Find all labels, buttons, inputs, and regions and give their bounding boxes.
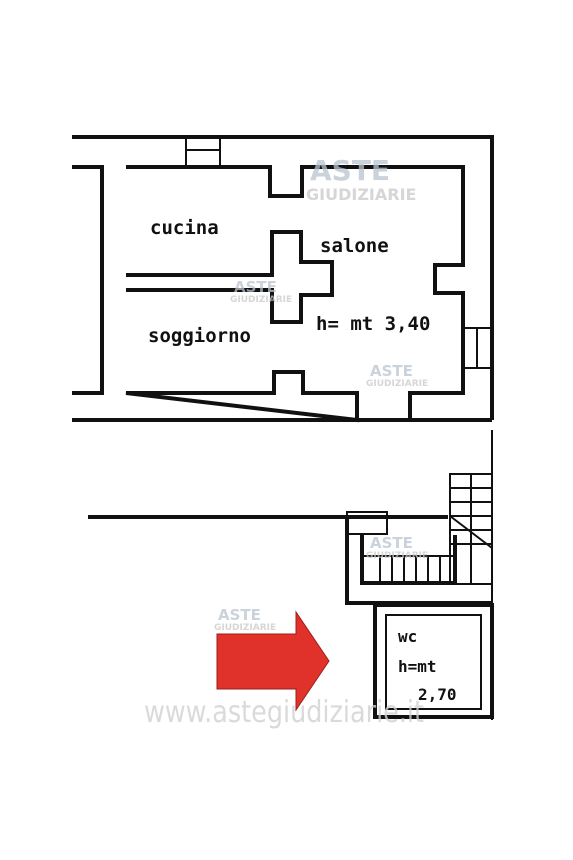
room-height-wc-value: 2,70 — [418, 685, 457, 704]
svg-text:ASTE: ASTE — [370, 534, 413, 552]
svg-text:GIUDIZIARIE: GIUDIZIARIE — [230, 295, 292, 305]
divider-kitchen — [126, 230, 334, 324]
wc-room: wc h=mt 2,70 — [373, 603, 494, 719]
watermark-2: ASTE GIUDIZIARIE — [230, 278, 292, 305]
svg-text:GIUDIZIARIE: GIUDIZIARIE — [366, 551, 428, 561]
svg-text:ASTE: ASTE — [218, 606, 261, 624]
svg-text:GIUDIZIARIE: GIUDIZIARIE — [366, 379, 428, 389]
svg-text:GIUDIZIARIE: GIUDIZIARIE — [306, 185, 416, 204]
upper-plan: cucina salone soggiorno h= mt 3,40 — [72, 135, 494, 423]
svg-text:ASTE: ASTE — [310, 154, 390, 187]
left-wall-element — [72, 165, 104, 395]
lower-plan: wc h=mt 2,70 — [88, 430, 494, 720]
svg-text:GIUDIZIARIE: GIUDIZIARIE — [214, 623, 276, 633]
outer-wall-top — [72, 135, 494, 420]
watermark-1: ASTE GIUDIZIARIE — [306, 154, 416, 204]
room-label-wc: wc — [398, 627, 417, 646]
svg-text:ASTE: ASTE — [370, 362, 413, 380]
room-outline — [125, 165, 465, 423]
watermark-4: ASTE GIUDIZIARIE — [366, 534, 428, 561]
room-height-wc-label: h=mt — [398, 657, 437, 676]
room-height-main: h= mt 3,40 — [316, 313, 430, 335]
room-label-salone: salone — [320, 235, 389, 257]
room-label-soggiorno: soggiorno — [148, 325, 251, 347]
watermark-url: www.astegiudiziarie.it — [144, 695, 424, 730]
svg-text:ASTE: ASTE — [234, 278, 277, 296]
red-arrow-icon — [216, 610, 330, 712]
watermark-3: ASTE GIUDIZIARIE — [366, 362, 428, 389]
staircase — [345, 473, 493, 605]
window-top — [185, 136, 221, 168]
watermark-5: ASTE GIUDIZIARIE — [214, 606, 276, 633]
room-label-cucina: cucina — [150, 217, 219, 239]
